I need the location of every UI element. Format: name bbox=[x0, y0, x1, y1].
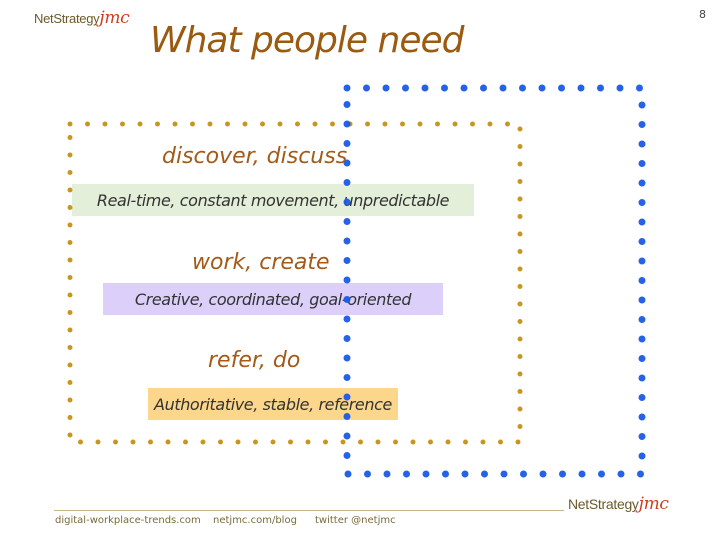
description-box-2: Creative, coordinated, goal-oriented bbox=[103, 283, 443, 315]
description-box-1: Real-time, constant movement, unpredicta… bbox=[72, 184, 474, 216]
logo-text: NetStrategy bbox=[568, 496, 639, 512]
footer-divider bbox=[54, 510, 564, 511]
footer-link-blog[interactable]: netjmc.com/blog bbox=[213, 515, 297, 526]
slide-title: What people need bbox=[150, 20, 464, 61]
page-number: 8 bbox=[699, 8, 706, 21]
logo-text: NetStrategy bbox=[34, 11, 100, 26]
verb-label-1: discover, discuss bbox=[162, 144, 348, 169]
description-box-3: Authoritative, stable, reference bbox=[148, 388, 398, 420]
gold-dotted-frame bbox=[67, 121, 523, 445]
footer-logo: NetStrategyjmc bbox=[568, 494, 669, 514]
logo-mark: jmc bbox=[638, 494, 669, 514]
logo-mark: jmc bbox=[99, 8, 130, 28]
footer-link-twitter[interactable]: twitter @netjmc bbox=[315, 515, 396, 526]
header-logo: NetStrategyjmc bbox=[34, 8, 130, 28]
verb-label-3: refer, do bbox=[208, 348, 301, 373]
footer-link-site[interactable]: digital-workplace-trends.com bbox=[55, 515, 201, 526]
blue-dotted-frame bbox=[343, 84, 646, 478]
verb-label-2: work, create bbox=[192, 250, 330, 275]
